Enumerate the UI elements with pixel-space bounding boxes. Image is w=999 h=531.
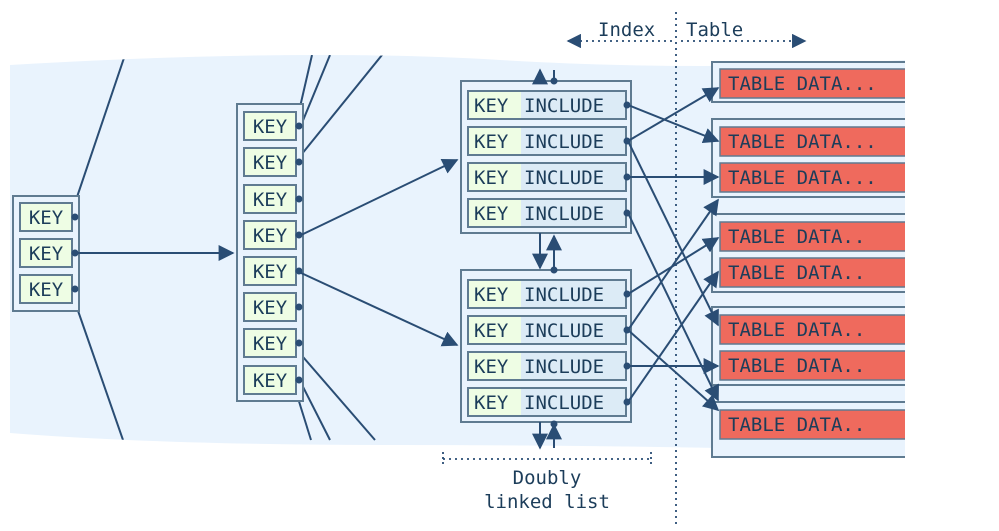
leaf-to-table-arrow xyxy=(627,212,719,402)
leaf-key-cell xyxy=(469,281,521,307)
branch-key-label: KEY xyxy=(253,370,288,392)
leaf-key-cell xyxy=(469,353,521,379)
pointer-dot xyxy=(295,303,303,311)
branch-key-label: KEY xyxy=(253,116,288,138)
pointer-dot xyxy=(295,122,303,130)
pointer-dot xyxy=(623,209,631,217)
caption-line-1: Doubly xyxy=(513,467,582,489)
leaf-key-label: KEY xyxy=(474,203,509,225)
index-table-heading: Index Table xyxy=(566,19,807,49)
branch-key-label: KEY xyxy=(253,152,288,174)
index-background-band xyxy=(10,55,905,452)
table-data-label: TABLE DATA.. xyxy=(728,262,865,284)
table-data-label: TABLE DATA.. xyxy=(728,355,865,377)
doubly-linked-list-caption: Doubly linked list xyxy=(442,452,652,513)
pointer-dot xyxy=(623,362,631,370)
leaf-key-cell xyxy=(469,389,521,415)
table-data-label: TABLE DATA.. xyxy=(728,319,865,341)
leaf-key-cell xyxy=(469,128,521,154)
table-data-label: TABLE DATA.. xyxy=(728,414,865,436)
table-data-cell xyxy=(719,409,911,440)
leaf-to-table-arrow xyxy=(627,140,719,327)
leaf-to-table-arrow xyxy=(627,329,720,412)
branch-to-leaf1-arrow xyxy=(298,159,459,237)
root-key-label: KEY xyxy=(29,279,64,301)
pointer-dot xyxy=(623,326,631,334)
table-data-label: TABLE DATA... xyxy=(728,167,877,189)
table-data-cell xyxy=(719,221,911,252)
pointer-dot xyxy=(623,173,631,181)
leaf-key-label: KEY xyxy=(474,167,509,189)
leaf-page-1: KEY INCLUDE KEY INCLUDE KEY INCLUDE KEY INCLUDE xyxy=(460,80,632,234)
leaf-key-label: KEY xyxy=(474,284,509,306)
pointer-dot xyxy=(623,290,631,298)
leaf-key-label: KEY xyxy=(474,320,509,342)
pointer-dot xyxy=(295,158,303,166)
leaf-include-label: INCLUDE xyxy=(524,320,604,342)
pointer-dot xyxy=(295,195,303,203)
leaf-to-table-arrow xyxy=(627,198,719,331)
leaf-key-cell xyxy=(469,317,521,343)
branch-key-label: KEY xyxy=(253,261,288,283)
leaf-include-label: INCLUDE xyxy=(524,167,604,189)
branch-key-cell xyxy=(243,365,297,395)
leaf-key-cell xyxy=(469,164,521,190)
pointer-dot xyxy=(71,249,79,257)
table-data-label: TABLE DATA.. xyxy=(728,226,865,248)
leaf-page-2: KEY INCLUDE KEY INCLUDE KEY INCLUDE KEY INCLUDE xyxy=(460,269,632,423)
pointer-dot xyxy=(550,420,558,428)
pointer-dot xyxy=(71,213,79,221)
pointer-dot xyxy=(295,339,303,347)
branch-key-label: KEY xyxy=(253,189,288,211)
pointer-dot xyxy=(623,101,631,109)
leaf-key-label: KEY xyxy=(474,356,509,378)
pointer-dot xyxy=(550,266,558,274)
leaf-include-label: INCLUDE xyxy=(524,392,604,414)
table-data-label: TABLE DATA... xyxy=(728,73,877,95)
pointer-dot xyxy=(295,376,303,384)
leaf-to-table-arrow xyxy=(627,104,720,144)
root-key-label: KEY xyxy=(29,207,64,229)
root-node: KEY KEY KEY xyxy=(12,195,80,312)
leaf-key-cell xyxy=(469,92,521,118)
table-data-label: TABLE DATA... xyxy=(728,131,877,153)
pointer-dot xyxy=(550,77,558,85)
root-key-label: KEY xyxy=(29,243,64,265)
table-data-cell xyxy=(719,257,911,288)
leaf-include-label: INCLUDE xyxy=(524,95,604,117)
branch-key-cell xyxy=(243,220,297,250)
pointer-dot xyxy=(623,398,631,406)
branch-key-label: KEY xyxy=(253,333,288,355)
index-label: Index xyxy=(598,19,655,41)
pointer-dots xyxy=(71,77,631,428)
branch-key-label: KEY xyxy=(253,297,288,319)
pointer-dot xyxy=(295,231,303,239)
table-data-cell xyxy=(719,126,911,157)
leaf-include-label: INCLUDE xyxy=(524,131,604,153)
pointer-dot xyxy=(71,285,79,293)
branch-key-cell xyxy=(243,328,297,358)
leaf-to-table-arrow xyxy=(627,87,720,142)
branch-to-leaf2-arrow xyxy=(298,271,459,347)
pointer-dot xyxy=(623,137,631,145)
table-data-column: TABLE DATA... TABLE DATA... TABLE DATA... T… xyxy=(711,61,913,458)
table-label: Table xyxy=(686,19,743,41)
table-data-cell xyxy=(719,68,911,99)
branch-node: KEY KEY KEY KEY KEY KEY KEY KEY xyxy=(236,103,304,402)
leaf-key-label: KEY xyxy=(474,95,509,117)
branch-key-label: KEY xyxy=(253,225,288,247)
leaf-key-label: KEY xyxy=(474,131,509,153)
leaf-include-label: INCLUDE xyxy=(524,356,604,378)
leaf-key-cell xyxy=(469,200,521,226)
pointer-arrows xyxy=(75,68,720,450)
leaf-include-label: INCLUDE xyxy=(524,203,604,225)
caption-line-2: linked list xyxy=(484,491,610,513)
leaf-include-label: INCLUDE xyxy=(524,284,604,306)
leaf-key-label: KEY xyxy=(474,392,509,414)
pointer-dot xyxy=(295,267,303,275)
